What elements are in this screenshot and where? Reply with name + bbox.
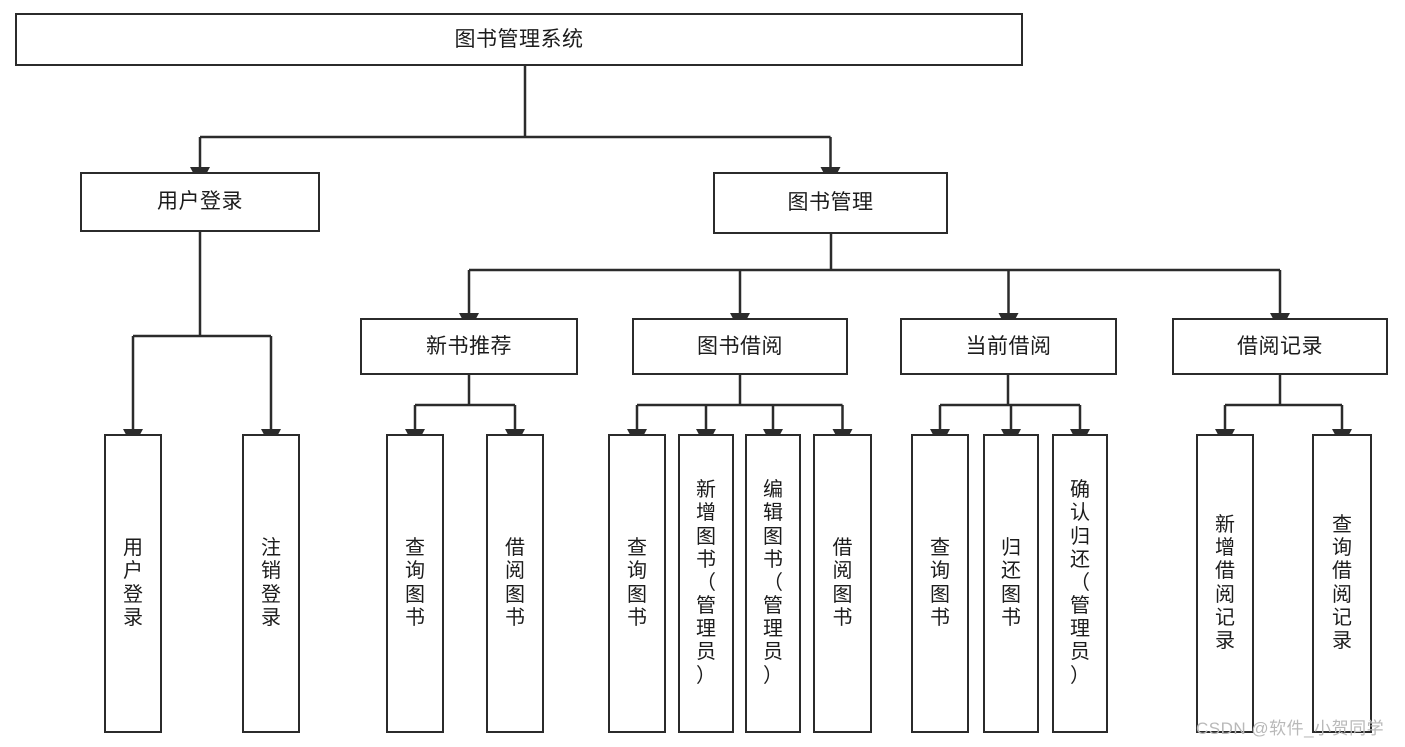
node-root: 图书管理系统 — [15, 13, 1023, 66]
node-label: 查 询 图 书 — [627, 537, 647, 629]
node-leaf-return-book: 归 还 图 书 — [983, 434, 1039, 733]
node-leaf-logout: 注 销 登 录 — [242, 434, 300, 733]
node-leaf-user-login: 用 户 登 录 — [104, 434, 162, 733]
node-label: 查 询 图 书 — [930, 537, 950, 629]
node-leaf-add-book: 新 增 图 书 （ 管 理 员 ） — [678, 434, 734, 733]
node-label: 新书推荐 — [426, 334, 512, 358]
node-leaf-add-record: 新 增 借 阅 记 录 — [1196, 434, 1254, 733]
node-label: 借 阅 图 书 — [832, 537, 853, 629]
node-leaf-edit-book: 编 辑 图 书 （ 管 理 员 ） — [745, 434, 801, 733]
node-label: 编 辑 图 书 （ 管 理 员 ） — [763, 479, 783, 687]
node-leaf-query-book-2: 查 询 图 书 — [608, 434, 666, 733]
node-label: 新 增 图 书 （ 管 理 员 ） — [696, 479, 716, 687]
node-label: 注 销 登 录 — [261, 537, 281, 629]
node-new-book-rec: 新书推荐 — [360, 318, 578, 375]
node-label: 查 询 借 阅 记 录 — [1332, 513, 1352, 652]
node-label: 归 还 图 书 — [1001, 537, 1021, 629]
node-label: 图书借阅 — [697, 334, 783, 358]
node-label: 当前借阅 — [965, 334, 1052, 358]
node-label: 查 询 图 书 — [405, 537, 425, 629]
node-leaf-borrow-book-1: 借 阅 图 书 — [486, 434, 544, 733]
node-leaf-borrow-book-2: 借 阅 图 书 — [813, 434, 872, 733]
node-borrow-record: 借阅记录 — [1172, 318, 1388, 375]
node-leaf-query-book-3: 查 询 图 书 — [911, 434, 969, 733]
node-label: 借 阅 图 书 — [505, 537, 525, 629]
node-label: 用 户 登 录 — [123, 537, 143, 629]
node-label: 图书管理系统 — [454, 27, 584, 51]
node-book-borrow: 图书借阅 — [632, 318, 848, 375]
node-label: 借阅记录 — [1237, 334, 1323, 358]
node-label: 新 增 借 阅 记 录 — [1215, 513, 1235, 652]
node-book-manage: 图书管理 — [713, 172, 948, 234]
node-leaf-query-book-1: 查 询 图 书 — [386, 434, 444, 733]
connector-group — [123, 66, 1352, 448]
node-leaf-confirm-return: 确 认 归 还 （ 管 理 员 ） — [1052, 434, 1108, 733]
node-current-borrow: 当前借阅 — [900, 318, 1117, 375]
node-label: 图书管理 — [787, 191, 874, 215]
node-label: 确 认 归 还 （ 管 理 员 ） — [1070, 479, 1090, 687]
node-label: 用户登录 — [157, 190, 243, 214]
node-user-login: 用户登录 — [80, 172, 320, 232]
node-leaf-query-record: 查 询 借 阅 记 录 — [1312, 434, 1372, 733]
